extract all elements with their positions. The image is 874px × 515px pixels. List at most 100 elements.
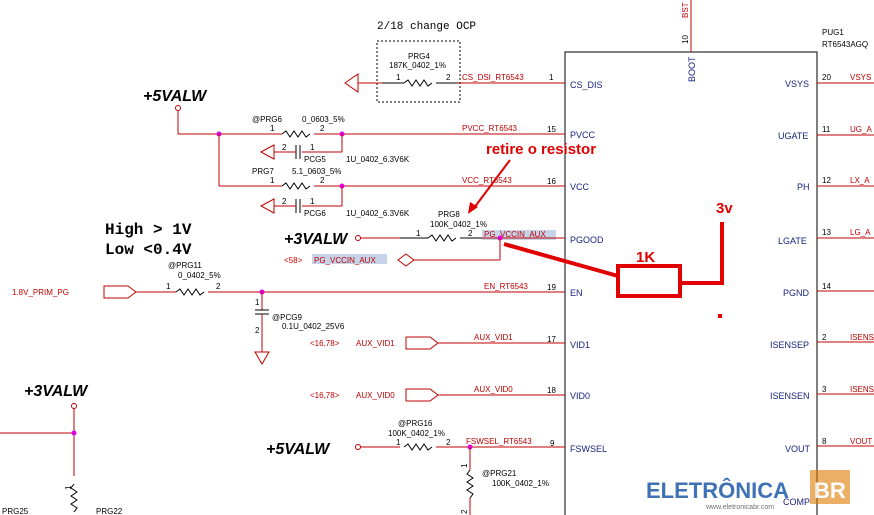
prg6-value: 0_0603_5% xyxy=(302,115,345,124)
pin-label-ph: PH xyxy=(797,182,810,192)
prg16-resistor xyxy=(403,443,433,451)
net-vsys: VSYS xyxy=(850,73,871,82)
watermark: ELETRÔNICA BR www.eletronicabr.com xyxy=(646,470,850,511)
net-1v8-prim-pg: 1.8V_PRIM_PG xyxy=(12,288,69,297)
net-ug-a: UG_A xyxy=(850,125,872,134)
right-pins: VSYS 20 VSYS UGATE 11 UG_A PH 12 LX_A LG… xyxy=(770,73,874,507)
prg25-ref: PRG25 xyxy=(2,507,29,515)
boot-net: BST xyxy=(681,2,690,18)
vid1-ref: <16,78> xyxy=(310,339,340,348)
pcg6-value: 1U_0402_6.3V6K xyxy=(346,209,410,218)
boot-pin-num: 10 xyxy=(681,35,690,44)
watermark-url: www.eletronicabr.com xyxy=(705,504,774,511)
note-ocp: 2/18 change OCP xyxy=(377,21,476,33)
pin-num-en: 19 xyxy=(547,283,556,292)
pcg9-pin2: 2 xyxy=(255,326,260,335)
pin-label-vsys: VSYS xyxy=(785,79,809,89)
prg16-ref: @PRG16 xyxy=(398,419,433,428)
pin-num-vsys: 20 xyxy=(822,73,831,82)
annotation-remove-resistor: retire o resistor xyxy=(486,141,596,158)
prg16-pin2: 2 xyxy=(446,438,451,447)
net-vout: VOUT xyxy=(850,437,872,446)
pin-label-pgnd: PGND xyxy=(783,288,810,298)
prg21-pin2: 2 xyxy=(460,509,469,514)
prg7-pin2: 2 xyxy=(320,176,325,185)
prg11-value: 0_0402_5% xyxy=(178,271,221,280)
pcg6-ref: PCG6 xyxy=(304,209,326,218)
net-cs-dsi: CS_DSI_RT6543 xyxy=(462,73,524,82)
pin-num-cs-dis: 1 xyxy=(549,73,554,82)
prg7-resistor xyxy=(281,182,311,190)
pin-num-vcc: 16 xyxy=(547,177,556,186)
net-lg-a: LG_A xyxy=(850,228,871,237)
annotation-low: Low <0.4V xyxy=(105,241,192,259)
net-isensp: ISENS xyxy=(850,333,874,342)
prg7-value: 5.1_0603_5% xyxy=(292,167,341,176)
prg21-ref: @PRG21 xyxy=(482,469,517,478)
pcg6-pin1: 1 xyxy=(310,197,315,206)
port-aux-vid0 xyxy=(405,388,439,402)
pin-num-isensep: 2 xyxy=(822,333,827,342)
pin-label-vout: VOUT xyxy=(785,444,811,454)
net-pvcc: PVCC_RT6543 xyxy=(462,124,518,133)
pin-num-ugate: 11 xyxy=(822,125,831,134)
prg21-pin1: 1 xyxy=(460,463,469,468)
net-en: EN_RT6543 xyxy=(484,282,528,291)
prg4-ref: PRG4 xyxy=(408,52,430,61)
pcg6-pin2: 2 xyxy=(282,197,287,206)
prg16-value: 100K_0402_1% xyxy=(388,429,445,438)
pin-label-isensen: ISENSEN xyxy=(770,391,810,401)
prg11-pin2: 2 xyxy=(216,282,221,291)
prg11-ref: @PRG11 xyxy=(168,261,202,270)
pin-label-isensep: ISENSEP xyxy=(770,340,809,350)
prg4-pin2: 2 xyxy=(446,73,451,82)
prg21-value: 100K_0402_1% xyxy=(492,479,549,488)
ic-ref: PUG1 xyxy=(822,28,844,37)
ground-arrow-cs xyxy=(344,73,359,93)
prg6-resistor xyxy=(281,130,311,138)
power-3valw-left: +3VALW xyxy=(24,383,89,400)
pin-label-vcc: VCC xyxy=(570,182,590,192)
net-lx-a: LX_A xyxy=(850,176,870,185)
pin-label-pgood: PGOOD xyxy=(570,235,604,245)
vid0-ref: <16,78> xyxy=(310,391,340,400)
port-aux-vid1 xyxy=(405,336,439,350)
prg4-resistor xyxy=(403,79,433,87)
power-5valw-fswsel: +5VALW xyxy=(266,441,331,458)
port-pg-vccin-aux-label: PG_VCCIN_AUX xyxy=(314,256,376,265)
prg8-resistor xyxy=(427,234,457,242)
annotation-3v: 3v xyxy=(716,200,733,217)
prg4-box xyxy=(376,40,461,103)
net-vcc: VCC_RT6543 xyxy=(462,176,512,185)
drawn-wire-pgood xyxy=(503,242,619,278)
prg22-resistor xyxy=(70,483,78,513)
power-3valw-pgood: +3VALW xyxy=(284,231,349,248)
port-aux-vid1-label: AUX_VID1 xyxy=(356,339,395,348)
pcg5-pin1: 1 xyxy=(310,143,315,152)
pin-label-comp: COMP xyxy=(783,497,810,507)
pin-label-cs-dis: CS_DIS xyxy=(570,80,603,90)
prg8-pin2: 2 xyxy=(468,229,473,238)
pin-num-vout: 8 xyxy=(822,437,827,446)
power-5valw-top: +5VALW xyxy=(143,88,208,105)
port-aux-vid0-label: AUX_VID0 xyxy=(356,391,395,400)
port-1v8-prim-pg xyxy=(103,285,137,299)
prg4-value: 187K_0402_1% xyxy=(389,61,446,70)
pcg5-pin2: 2 xyxy=(282,143,287,152)
prg8-value: 100K_0402_1% xyxy=(430,220,487,229)
prg11-resistor xyxy=(175,288,205,296)
pin-num-pvcc: 15 xyxy=(547,125,556,134)
arrow-remove-resistor xyxy=(473,159,511,209)
drawn-resistor-1k xyxy=(616,264,682,298)
ground-arrow-pcg9 xyxy=(254,351,270,365)
pin-label-ugate: UGATE xyxy=(778,131,808,141)
prg8-ref: PRG8 xyxy=(438,210,460,219)
drawn-wire-3v xyxy=(680,222,724,285)
annotation-high: High > 1V xyxy=(105,221,192,239)
prg6-ref: @PRG6 xyxy=(252,115,282,124)
net-aux-vid1: AUX_VID1 xyxy=(474,333,513,342)
pin-num-vid0: 18 xyxy=(547,386,556,395)
net-isensn: ISENS xyxy=(850,385,874,394)
pin-num-isensen: 3 xyxy=(822,385,827,394)
